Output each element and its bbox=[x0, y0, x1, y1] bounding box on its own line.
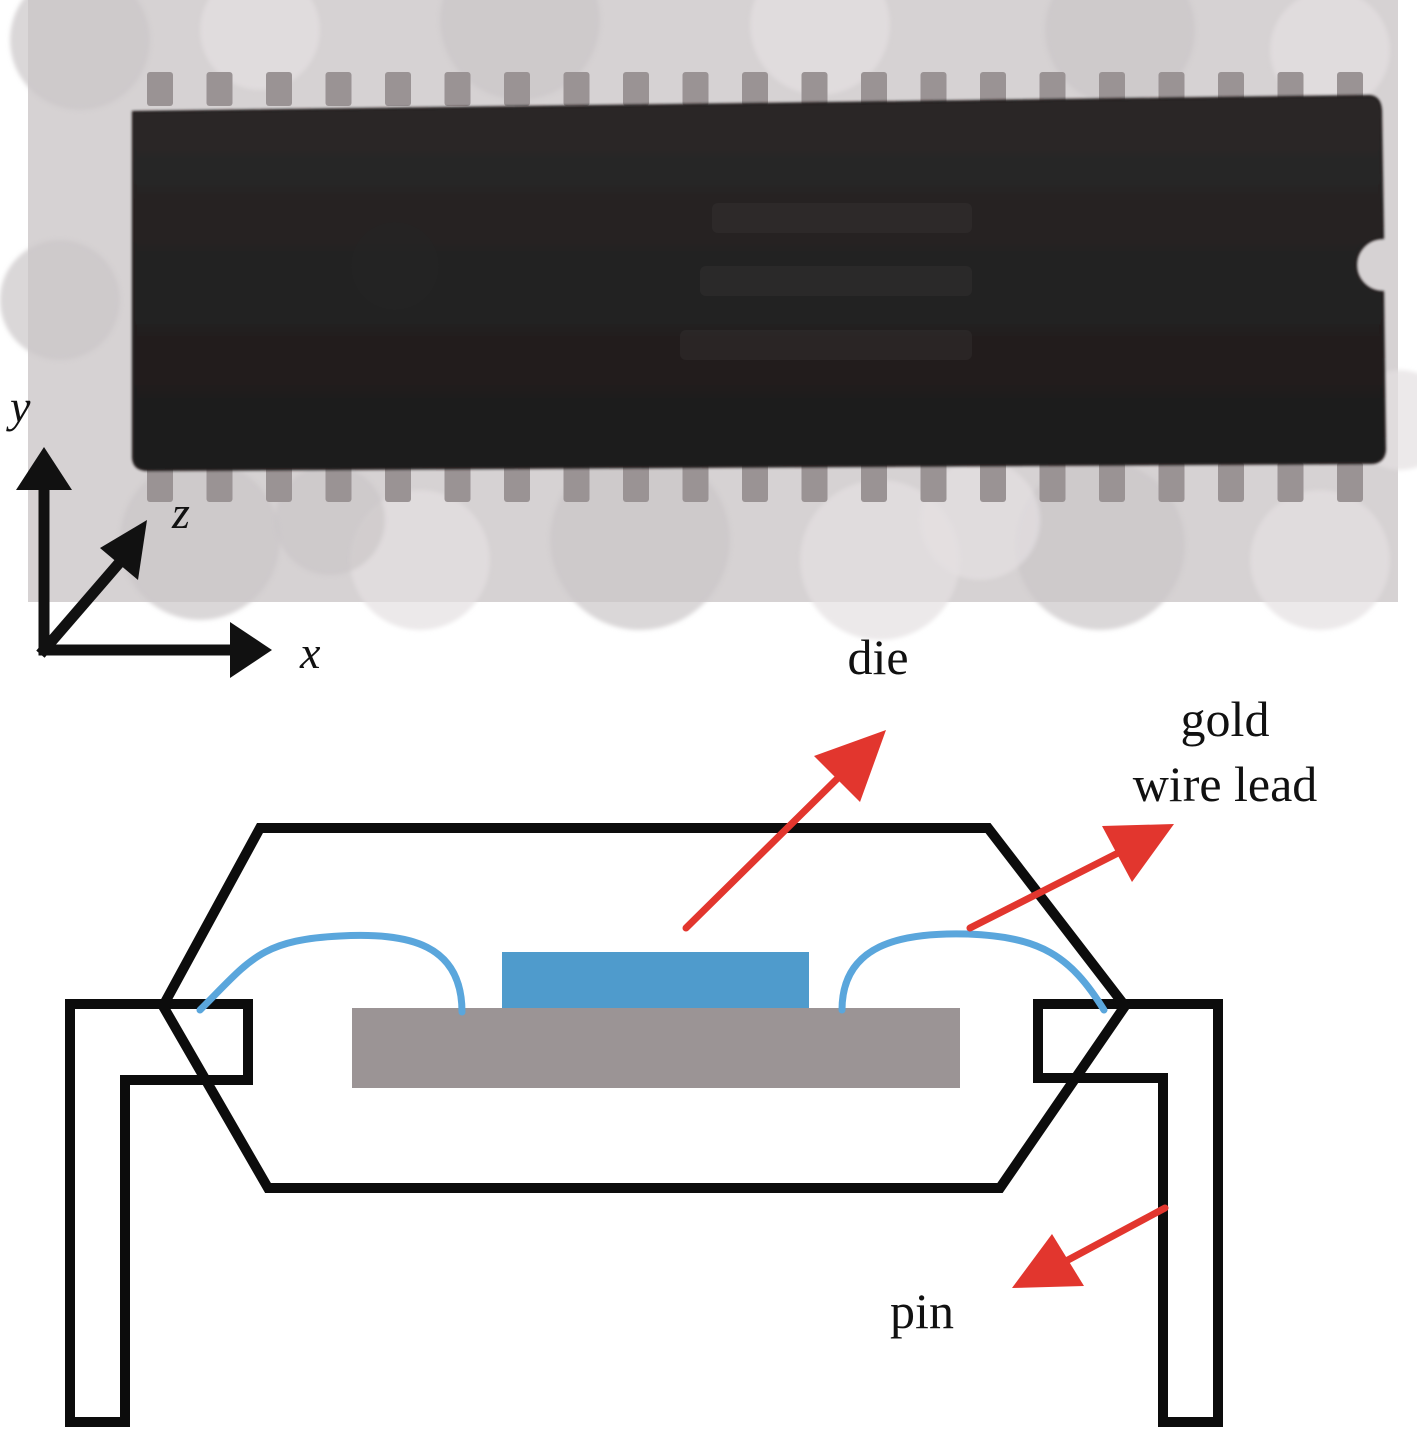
gold-wire-label-line2: wire lead bbox=[1133, 756, 1318, 812]
pin-arrow-shaft bbox=[1064, 1204, 1169, 1264]
z-axis-label: z bbox=[171, 487, 190, 538]
photo-pin-top bbox=[920, 72, 947, 106]
photo-pin-bottom bbox=[385, 462, 411, 502]
photo-pin-top bbox=[266, 72, 292, 106]
photo-pin-bottom bbox=[266, 462, 292, 502]
photo-pin-bottom bbox=[563, 462, 590, 502]
pin-red-arrow-icon bbox=[1012, 1234, 1084, 1288]
z-arrow-head-icon bbox=[100, 520, 147, 580]
gold-wire-red-arrow-icon bbox=[1102, 824, 1174, 882]
chip-body bbox=[132, 94, 1387, 472]
photo-pin-top bbox=[861, 72, 887, 106]
x-axis-label: x bbox=[299, 627, 321, 678]
z-axis-line bbox=[36, 554, 128, 658]
backdrop-blob bbox=[1250, 490, 1390, 630]
marking-line-1 bbox=[712, 203, 972, 233]
photo-pin-top bbox=[801, 72, 828, 106]
photo-pin-top bbox=[742, 72, 768, 106]
backdrop-blob bbox=[0, 240, 120, 360]
photo-pin-bottom bbox=[801, 462, 828, 502]
backdrop-blob bbox=[200, 0, 320, 90]
photo-pin-top bbox=[623, 72, 649, 106]
pointer-arrows bbox=[682, 730, 1174, 1288]
photo-pin-top bbox=[206, 72, 233, 106]
gold-wire-arrow-shaft bbox=[966, 849, 1122, 932]
backdrop-blob bbox=[920, 460, 1040, 580]
photo-pin-bottom bbox=[920, 462, 947, 502]
photo-pin-bottom bbox=[1039, 462, 1066, 502]
photo-pin-bottom bbox=[206, 462, 233, 502]
photo-pin-bottom bbox=[1158, 462, 1185, 502]
marking-line-3 bbox=[680, 330, 972, 360]
photo-pin-bottom bbox=[444, 462, 471, 502]
photo-pin-bottom bbox=[623, 462, 649, 502]
photo-pin-top bbox=[1099, 72, 1125, 106]
photo-pin-bottom bbox=[325, 462, 352, 502]
package-cross-section bbox=[65, 823, 1223, 1427]
photo-pin-bottom bbox=[742, 462, 768, 502]
y-axis-label: y bbox=[6, 381, 31, 432]
left-pin bbox=[65, 999, 253, 1427]
photo-pin-bottom bbox=[861, 462, 887, 502]
photo-pin-top bbox=[504, 72, 530, 106]
right-gold-wire bbox=[838, 930, 1108, 1014]
die-arrow-shaft bbox=[682, 774, 842, 932]
right-pin bbox=[1033, 999, 1223, 1427]
top-pin-row bbox=[147, 72, 1363, 106]
die-label: die bbox=[847, 629, 908, 685]
photo-pin-bottom bbox=[1099, 462, 1125, 502]
chip-marking bbox=[351, 203, 972, 360]
pin-label: pin bbox=[890, 1283, 954, 1339]
coordinate-axes bbox=[36, 476, 246, 658]
marking-line-2 bbox=[700, 266, 972, 296]
backdrop-blob bbox=[750, 0, 890, 95]
photo-pin-bottom bbox=[980, 462, 1006, 502]
photo-pin-top bbox=[1039, 72, 1066, 106]
pin1-dimple bbox=[351, 222, 439, 310]
photo-pin-bottom bbox=[504, 462, 530, 502]
backdrop-blob bbox=[1015, 460, 1185, 630]
photo-pin-top bbox=[444, 72, 471, 106]
backdrop-blob bbox=[275, 465, 385, 575]
photo-pin-bottom bbox=[1337, 462, 1363, 502]
substrate bbox=[352, 1008, 960, 1088]
axis-arrowheads bbox=[16, 447, 272, 678]
backdrop-blob bbox=[1045, 0, 1195, 105]
backdrop-blob bbox=[440, 0, 600, 100]
backdrop-blob bbox=[350, 490, 490, 630]
left-gold-wire bbox=[196, 931, 466, 1016]
x-arrow-head-icon bbox=[230, 622, 272, 678]
photo-pin-top bbox=[980, 72, 1006, 106]
photo-pin-top bbox=[385, 72, 411, 106]
photo-pin-bottom bbox=[682, 462, 709, 502]
photo-pin-top bbox=[563, 72, 590, 106]
y-arrow-head-icon bbox=[16, 447, 72, 490]
photo-pin-top bbox=[147, 72, 173, 106]
gold-wire-label-line1: gold bbox=[1181, 691, 1270, 747]
package-body-outline bbox=[157, 823, 1132, 1193]
photo-pin-bottom bbox=[1277, 462, 1304, 502]
photo-pin-top bbox=[325, 72, 352, 106]
bottom-pin-row bbox=[147, 462, 1363, 502]
photo-pin-bottom bbox=[147, 462, 173, 502]
photo-pin-bottom bbox=[1218, 462, 1244, 502]
chip-photo bbox=[0, 0, 1417, 640]
die bbox=[502, 952, 809, 1008]
backdrop-blob bbox=[10, 0, 150, 110]
photo-pin-top bbox=[682, 72, 709, 106]
die-red-arrow-icon bbox=[814, 730, 886, 802]
